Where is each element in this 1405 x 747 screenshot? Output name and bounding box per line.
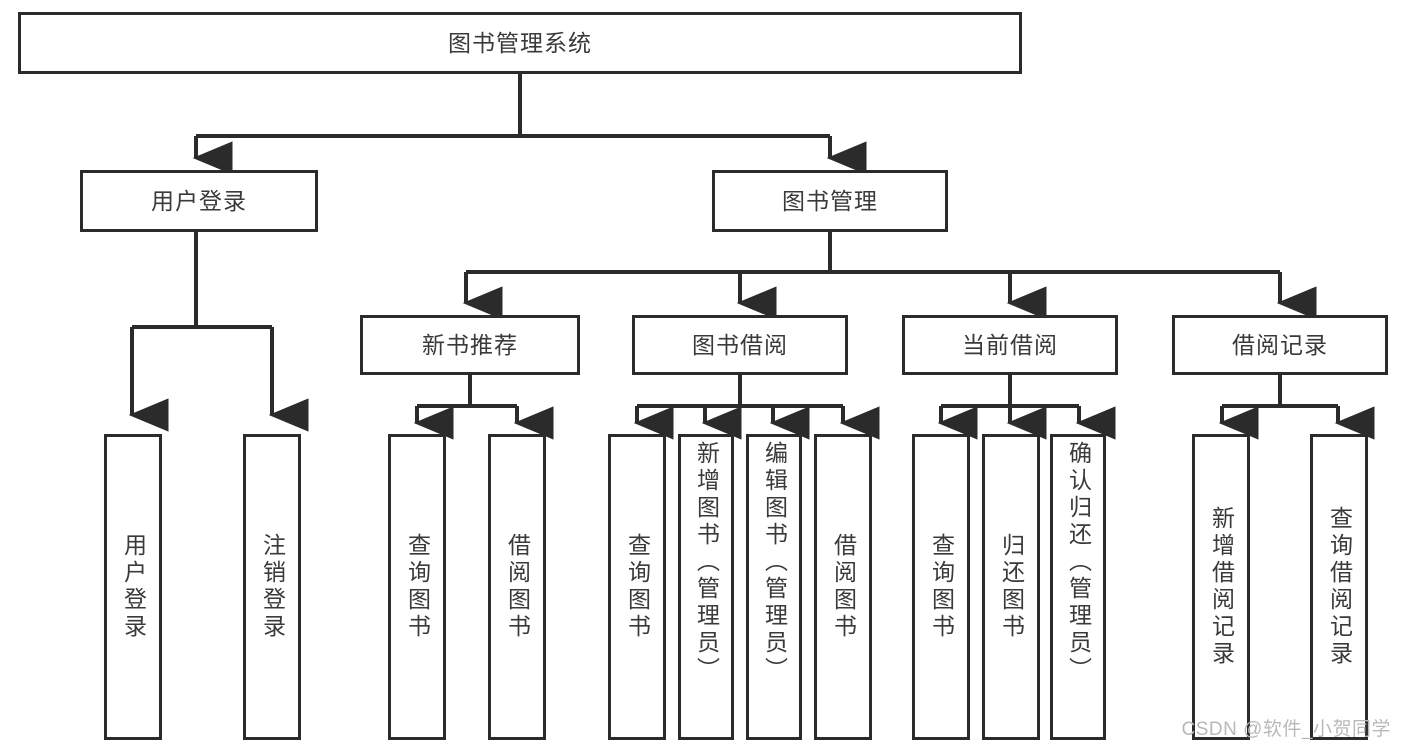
leaf-book-borrow-borrow-book[interactable]: 借阅图书 (814, 434, 872, 740)
node-label: 图书管理 (782, 187, 878, 214)
node-label: 查询借阅记录 (1326, 506, 1353, 668)
node-label: 用户登录 (151, 187, 247, 214)
node-label: 确认归还（管理员） (1065, 441, 1092, 684)
node-book-management[interactable]: 图书管理 (712, 170, 948, 232)
node-label: 编辑图书（管理员） (761, 441, 788, 684)
leaf-book-borrow-edit-book-admin[interactable]: 编辑图书（管理员） (746, 434, 802, 740)
leaf-borrow-record-query-record[interactable]: 查询借阅记录 (1310, 434, 1368, 740)
node-label: 借阅图书 (504, 533, 531, 641)
node-label: 新增图书（管理员） (693, 441, 720, 684)
node-user-login[interactable]: 用户登录 (80, 170, 318, 232)
node-label: 查询图书 (404, 533, 431, 641)
node-label: 新增借阅记录 (1208, 506, 1235, 668)
node-label: 借阅图书 (830, 533, 857, 641)
leaf-borrow-record-add-record[interactable]: 新增借阅记录 (1192, 434, 1250, 740)
node-borrow-record[interactable]: 借阅记录 (1172, 315, 1388, 375)
leaf-current-borrow-confirm-return-admin[interactable]: 确认归还（管理员） (1050, 434, 1106, 740)
node-label: 查询图书 (624, 533, 651, 641)
leaf-book-borrow-query-book[interactable]: 查询图书 (608, 434, 666, 740)
leaf-new-book-query-book[interactable]: 查询图书 (388, 434, 446, 740)
node-root-library-system[interactable]: 图书管理系统 (18, 12, 1022, 74)
node-label: 新书推荐 (422, 331, 518, 358)
node-current-borrow[interactable]: 当前借阅 (902, 315, 1118, 375)
node-label: 图书管理系统 (448, 29, 592, 56)
leaf-new-book-borrow-book[interactable]: 借阅图书 (488, 434, 546, 740)
node-label: 图书借阅 (692, 331, 788, 358)
node-label: 注销登录 (259, 533, 286, 641)
leaf-current-borrow-return-book[interactable]: 归还图书 (982, 434, 1040, 740)
leaf-user-login-login[interactable]: 用户登录 (104, 434, 162, 740)
node-label: 当前借阅 (962, 331, 1058, 358)
watermark-text: CSDN @软件_小贺同学 (1181, 719, 1391, 740)
node-label: 借阅记录 (1232, 331, 1328, 358)
leaf-current-borrow-query-book[interactable]: 查询图书 (912, 434, 970, 740)
leaf-user-login-logout[interactable]: 注销登录 (243, 434, 301, 740)
node-new-book-recommend[interactable]: 新书推荐 (360, 315, 580, 375)
node-book-borrow[interactable]: 图书借阅 (632, 315, 848, 375)
node-label: 归还图书 (998, 533, 1025, 641)
node-label: 用户登录 (120, 533, 147, 641)
node-label: 查询图书 (928, 533, 955, 641)
leaf-book-borrow-add-book-admin[interactable]: 新增图书（管理员） (678, 434, 734, 740)
